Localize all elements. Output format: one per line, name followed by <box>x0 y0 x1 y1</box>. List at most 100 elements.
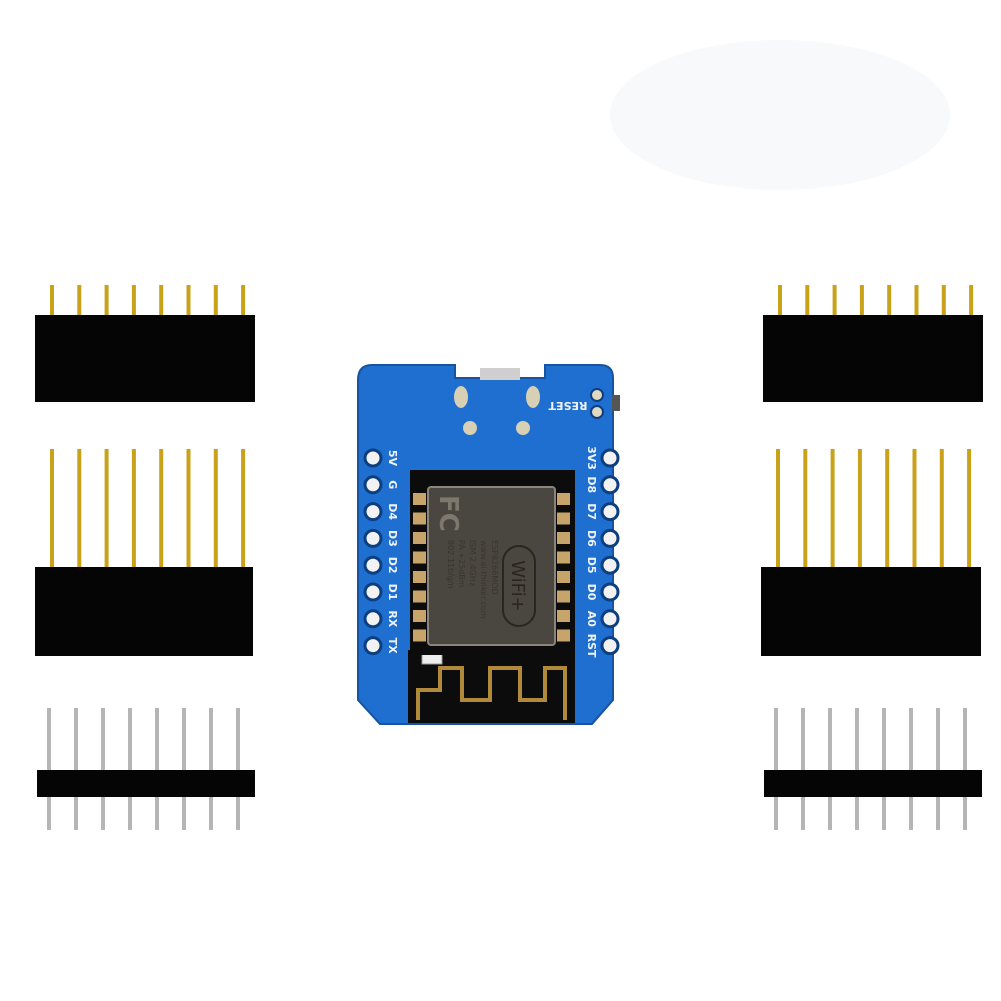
castellated-pad <box>557 571 570 583</box>
header-pin <box>969 285 974 315</box>
castellated-pad <box>557 590 570 603</box>
header-pin <box>104 449 109 567</box>
header-pin <box>77 285 82 315</box>
castellated-pad <box>557 493 570 505</box>
header-pin <box>939 449 944 567</box>
castellated-pad <box>413 493 426 505</box>
header-body <box>35 567 253 656</box>
header-pin <box>241 449 246 567</box>
header-pin <box>213 285 218 315</box>
pin-label: RX <box>386 610 399 627</box>
header-pin <box>47 708 51 830</box>
header-pin <box>74 708 78 830</box>
male-header <box>764 708 982 830</box>
pin-label: D0 <box>585 584 598 601</box>
usb-pad <box>454 386 468 408</box>
castellated-pad <box>557 629 570 642</box>
header-pin <box>885 449 890 567</box>
castellated-pad <box>413 551 426 564</box>
castellated-pad <box>413 610 426 622</box>
header-pin <box>131 285 136 315</box>
module-text-line: www.ai-thinker.com <box>479 540 488 619</box>
pin-hole <box>363 555 383 575</box>
fcc-logo: FC <box>433 495 463 532</box>
pcb-antenna <box>416 666 567 720</box>
pin-label: D6 <box>585 530 598 547</box>
pin-hole <box>600 555 620 575</box>
usb-pad <box>463 421 477 435</box>
pin-hole <box>600 448 620 468</box>
usb-pad <box>526 386 540 408</box>
header-pin <box>855 708 859 830</box>
module-pads <box>413 493 570 642</box>
header-pin <box>828 708 832 830</box>
pin-hole <box>363 636 383 656</box>
female-header <box>35 449 253 656</box>
pin-label: TX <box>386 638 399 655</box>
header-body <box>761 567 981 656</box>
wemos-d1-mini-board: RESET FC ESP8266MODwww.ai-thinker.comISM… <box>357 364 620 725</box>
header-pin <box>213 449 218 567</box>
castellated-pad <box>557 532 570 544</box>
wifi-badge-label: WiFi+ <box>507 560 528 612</box>
header-pin <box>912 449 917 567</box>
pin-label: RST <box>585 634 598 658</box>
pin-label: D7 <box>585 503 598 520</box>
header-body <box>37 770 255 797</box>
pin-hole <box>600 502 620 522</box>
pin-label: D4 <box>386 503 399 520</box>
header-body <box>763 315 983 402</box>
reset-pad <box>590 388 604 402</box>
header-pin <box>859 285 864 315</box>
header-pin <box>209 708 213 830</box>
header-pin <box>967 449 972 567</box>
header-pin <box>155 708 159 830</box>
castellated-pad <box>557 551 570 564</box>
header-pin <box>50 285 54 315</box>
reset-pad <box>590 405 604 419</box>
pin-hole <box>363 582 383 602</box>
header-pin <box>104 285 109 315</box>
header-pin <box>909 708 913 830</box>
header-pin <box>963 708 967 830</box>
female-header <box>761 449 981 656</box>
header-pin <box>776 449 780 567</box>
castellated-pad <box>413 512 426 525</box>
header-pin <box>801 708 805 830</box>
pin-label: G <box>386 480 399 489</box>
pin-label: D2 <box>386 557 399 574</box>
module-text-line: PA +25dBm <box>457 540 466 588</box>
pin-label: D8 <box>585 476 598 493</box>
header-pin <box>182 708 186 830</box>
header-pin <box>882 708 886 830</box>
reset-button[interactable] <box>612 395 620 411</box>
module-text-line: 802.11b/g/n <box>446 540 455 589</box>
male-header <box>37 708 255 830</box>
castellated-pad <box>413 571 426 583</box>
header-pin <box>186 449 191 567</box>
module-shield <box>427 486 556 646</box>
pin-label: D5 <box>585 557 598 574</box>
header-pin <box>131 449 136 567</box>
pin-hole <box>363 609 383 629</box>
header-pin <box>50 449 54 567</box>
pin-hole <box>600 609 620 629</box>
usb-connector <box>480 368 520 380</box>
pin-hole <box>363 528 383 548</box>
header-pin <box>778 285 782 315</box>
header-pin <box>236 708 240 830</box>
wifi-badge <box>502 545 536 627</box>
pin-hole <box>363 475 383 495</box>
header-pin <box>830 449 835 567</box>
pin-label: D3 <box>386 530 399 547</box>
castellated-pad <box>557 512 570 525</box>
header-pin <box>128 708 132 830</box>
header-pin <box>774 708 778 830</box>
pin-label: A0 <box>585 611 598 628</box>
pin-label: 3V3 <box>585 446 598 470</box>
pin-hole <box>363 502 383 522</box>
header-pin <box>77 449 82 567</box>
female-header <box>35 285 255 402</box>
module-text-line: ISM 2.4GHz <box>468 540 477 586</box>
